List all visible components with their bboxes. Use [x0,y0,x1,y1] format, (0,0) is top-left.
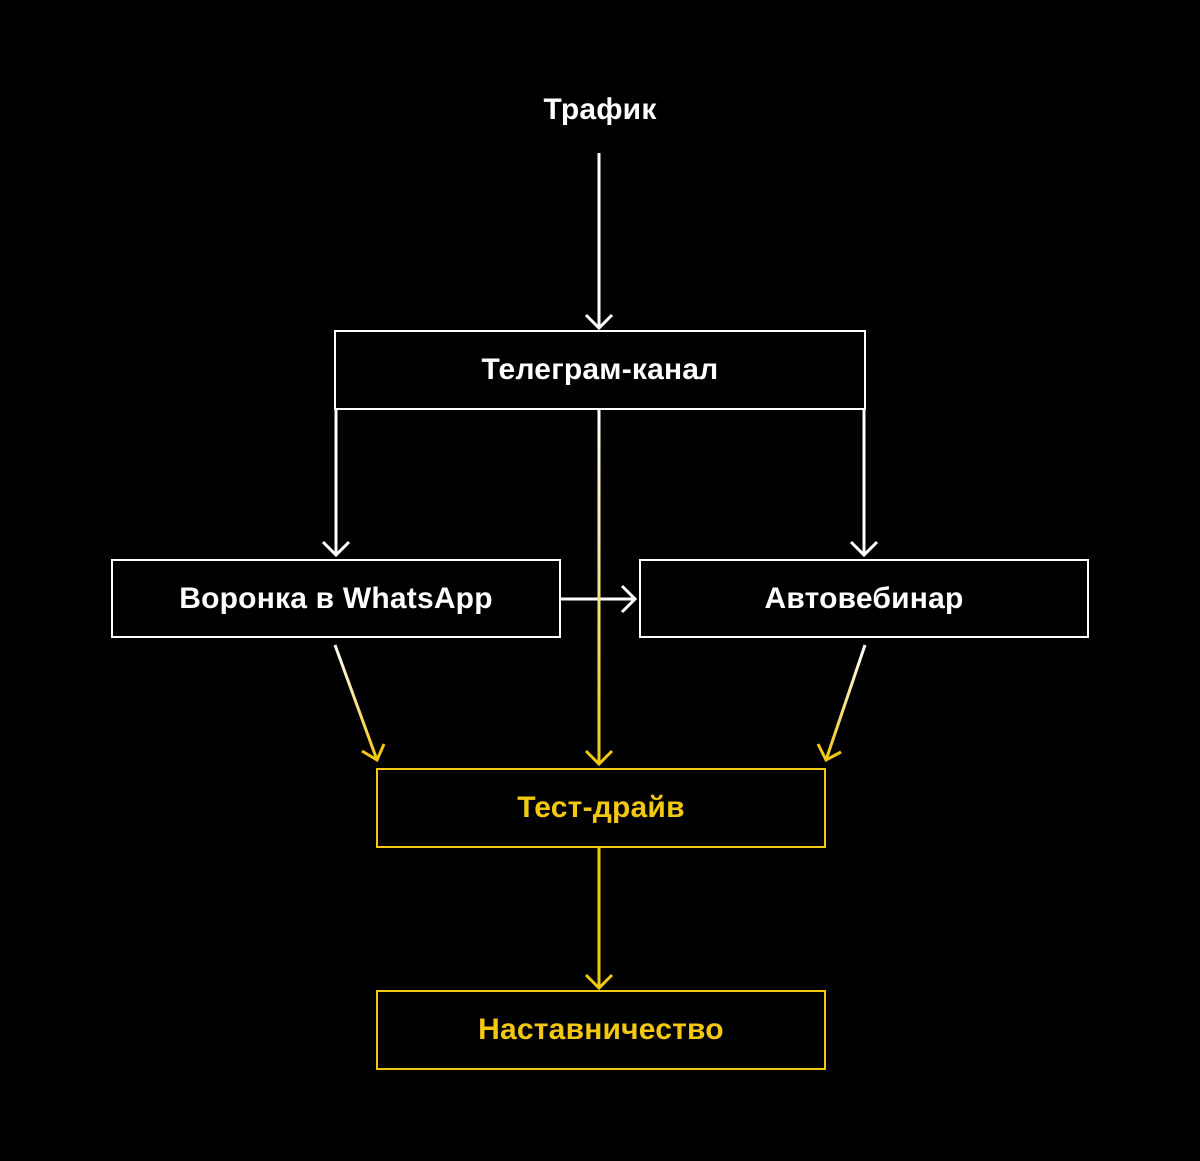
arrow-whatsapp-to-testdrive [333,644,386,763]
node-telegram-channel: Телеграм-канал [334,330,866,410]
arrow-webinar-to-testdrive [816,644,867,763]
arrow-telegram-to-webinar [849,410,879,558]
node-traffic: Трафик [543,93,657,126]
node-autowebinar: Автовебинар [639,559,1089,638]
arrow-telegram-to-testdrive [584,410,614,767]
arrow-testdrive-to-mentoring [584,848,614,991]
arrow-telegram-to-whatsapp [321,410,351,558]
node-mentoring: Наставничество [376,990,826,1070]
node-test-drive: Тест-драйв [376,768,826,848]
arrow-traffic-to-telegram [584,153,614,331]
node-whatsapp-funnel: Воронка в WhatsApp [111,559,561,638]
